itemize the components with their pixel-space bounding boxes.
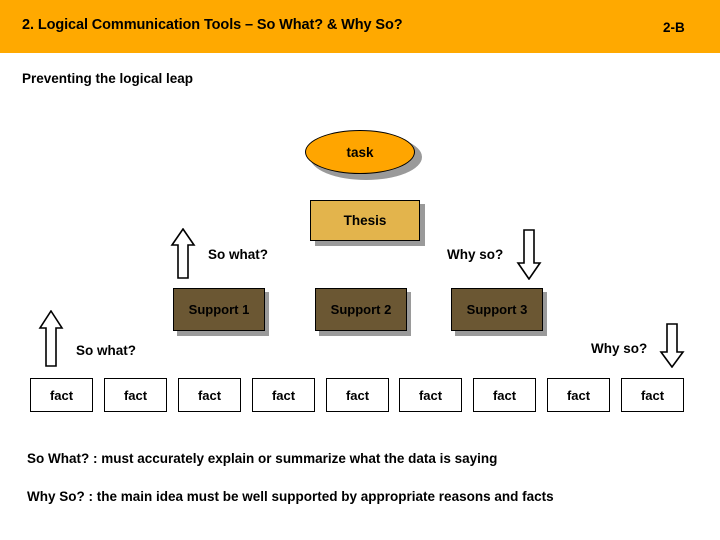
task-node: task	[305, 130, 415, 174]
fact-node: fact	[30, 378, 93, 412]
page-title: 2. Logical Communication Tools – So What…	[22, 17, 403, 33]
thesis-node-label: Thesis	[343, 213, 387, 228]
fact-node: fact	[547, 378, 610, 412]
fact-node-label: fact	[345, 387, 370, 403]
support-node-1: Support 1	[173, 288, 265, 331]
support-node-label: Support 3	[466, 302, 528, 317]
thesis-node: Thesis	[310, 200, 420, 241]
fact-node-label: fact	[640, 387, 665, 403]
fact-node: fact	[104, 378, 167, 412]
why-so-label-upper: Why so?	[447, 247, 504, 262]
arrow-down-icon	[659, 323, 685, 368]
fact-node: fact	[399, 378, 462, 412]
so-what-label-lower: So what?	[76, 343, 136, 358]
support-node-label: Support 1	[188, 302, 250, 317]
fact-node-label: fact	[197, 387, 222, 403]
task-node-label: task	[346, 144, 374, 160]
fact-node-label: fact	[271, 387, 296, 403]
subtitle: Preventing the logical leap	[22, 71, 194, 86]
fact-node: fact	[473, 378, 536, 412]
why-so-label-lower: Why so?	[591, 341, 648, 356]
fact-node-label: fact	[566, 387, 591, 403]
fact-node: fact	[326, 378, 389, 412]
page-number-label: 2-B	[663, 20, 685, 35]
fact-node: fact	[252, 378, 315, 412]
fact-node-label: fact	[49, 387, 74, 403]
why-so-definition: Why So? : the main idea must be well sup…	[27, 489, 554, 504]
fact-node-label: fact	[492, 387, 517, 403]
fact-node: fact	[178, 378, 241, 412]
support-node-2: Support 2	[315, 288, 407, 331]
arrow-up-icon	[38, 310, 64, 367]
so-what-definition: So What? : must accurately explain or su…	[27, 451, 498, 466]
fact-node-label: fact	[123, 387, 148, 403]
header-band	[0, 0, 720, 53]
so-what-label-upper: So what?	[208, 247, 268, 262]
support-node-3: Support 3	[451, 288, 543, 331]
fact-node: fact	[621, 378, 684, 412]
arrow-up-icon	[170, 228, 196, 279]
arrow-down-icon	[516, 229, 542, 280]
support-node-label: Support 2	[330, 302, 392, 317]
fact-node-label: fact	[418, 387, 443, 403]
